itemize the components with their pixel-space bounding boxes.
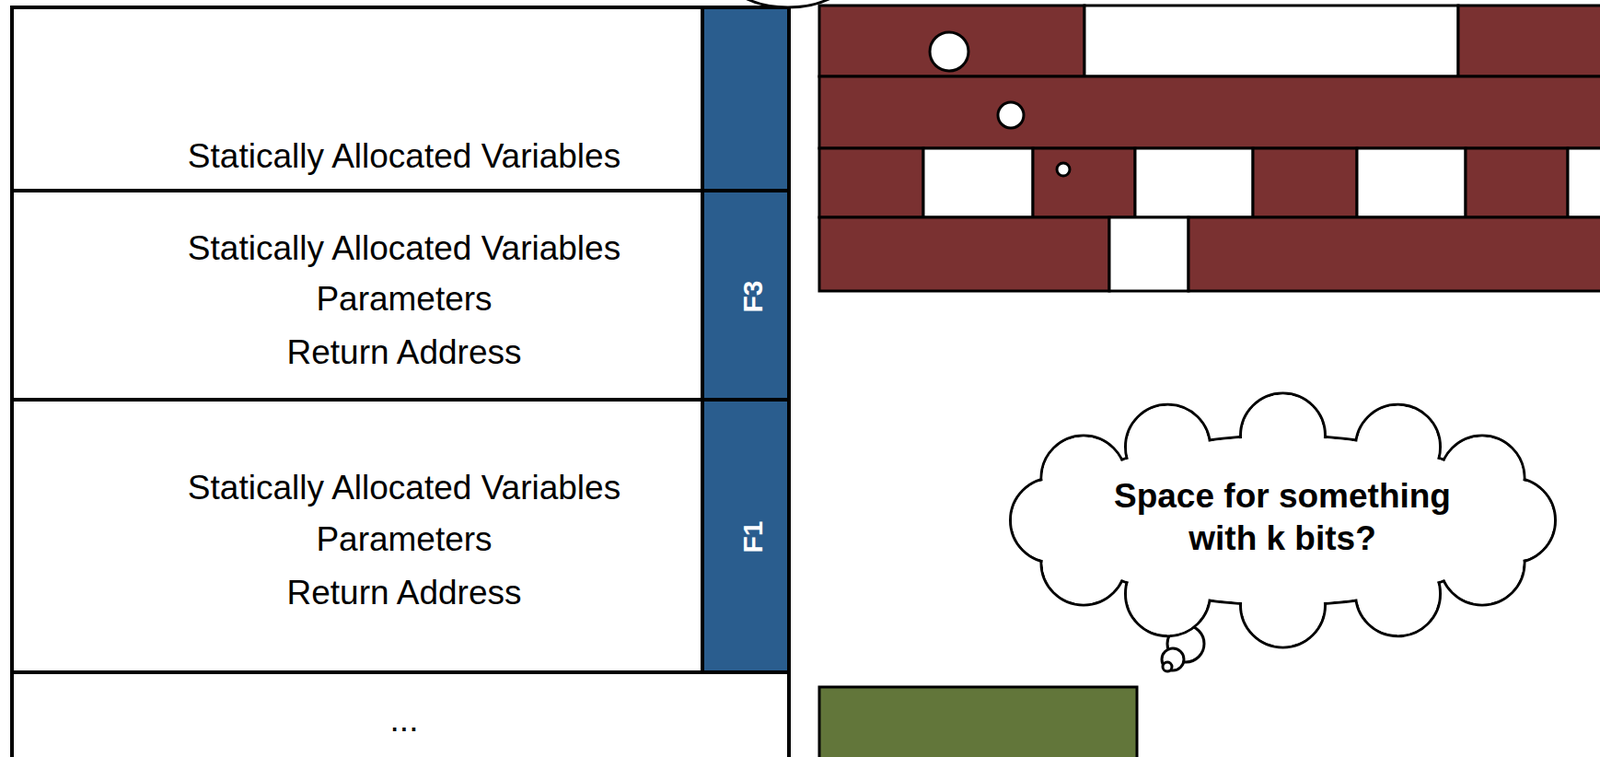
cloud-part (1441, 437, 1524, 520)
used-block (819, 5, 1085, 77)
thought-cloud: Space for something with k bits? (999, 397, 1566, 643)
frame-text: Return Address (286, 572, 522, 614)
cut-off-ellipse (730, 0, 846, 8)
used-block (1188, 217, 1600, 291)
stack-frame: Statically Allocated Variables (10, 5, 791, 193)
frame-name: F1 (737, 520, 769, 553)
used-block (1032, 148, 1136, 218)
frame-text: Parameters (315, 519, 492, 560)
hole-circle (929, 32, 969, 71)
free-block (1567, 148, 1600, 218)
frame-text: ... (390, 699, 419, 741)
stack-frame: Statically Allocated VariablesParameters… (10, 188, 791, 402)
free-block (1084, 5, 1459, 77)
cloud-part (1356, 405, 1439, 488)
used-block (819, 217, 1110, 291)
used-block (1252, 148, 1357, 218)
cloud-part (1042, 437, 1125, 520)
free-block (1109, 217, 1189, 291)
free-block (923, 148, 1033, 218)
cloud-part (1441, 521, 1524, 604)
cloud-text: Space for something with k bits? (1112, 475, 1453, 560)
used-block (1465, 148, 1568, 218)
cloud-part (1126, 552, 1209, 635)
stack-frame: ... (10, 670, 791, 757)
frame-text: Statically Allocated Variables (187, 467, 621, 509)
free-block (1135, 148, 1253, 218)
frame-text: Statically Allocated Variables (187, 228, 621, 269)
cloud-part (1241, 564, 1324, 647)
hole-circle (1056, 162, 1070, 176)
new-block (819, 686, 1137, 757)
thought-bubble (1161, 648, 1184, 671)
frame-text: Return Address (286, 332, 522, 373)
cloud-part (1126, 405, 1209, 488)
used-block (819, 148, 924, 218)
free-block (1356, 148, 1466, 218)
cloud-part (1241, 394, 1324, 477)
frame-text: Parameters (315, 278, 492, 320)
heap-brick-wall (819, 5, 1600, 291)
stack-frame: Statically Allocated VariablesParameters… (10, 397, 791, 674)
used-block (1458, 5, 1600, 77)
frame-text: Statically Allocated Variables (187, 136, 621, 177)
used-block (819, 76, 1600, 149)
thought-bubble (1162, 661, 1172, 672)
frame-name: F3 (737, 279, 769, 313)
holes (929, 32, 1070, 176)
cloud-part (1356, 552, 1439, 635)
hole-circle (997, 102, 1024, 128)
frame-label-bar (700, 9, 788, 189)
